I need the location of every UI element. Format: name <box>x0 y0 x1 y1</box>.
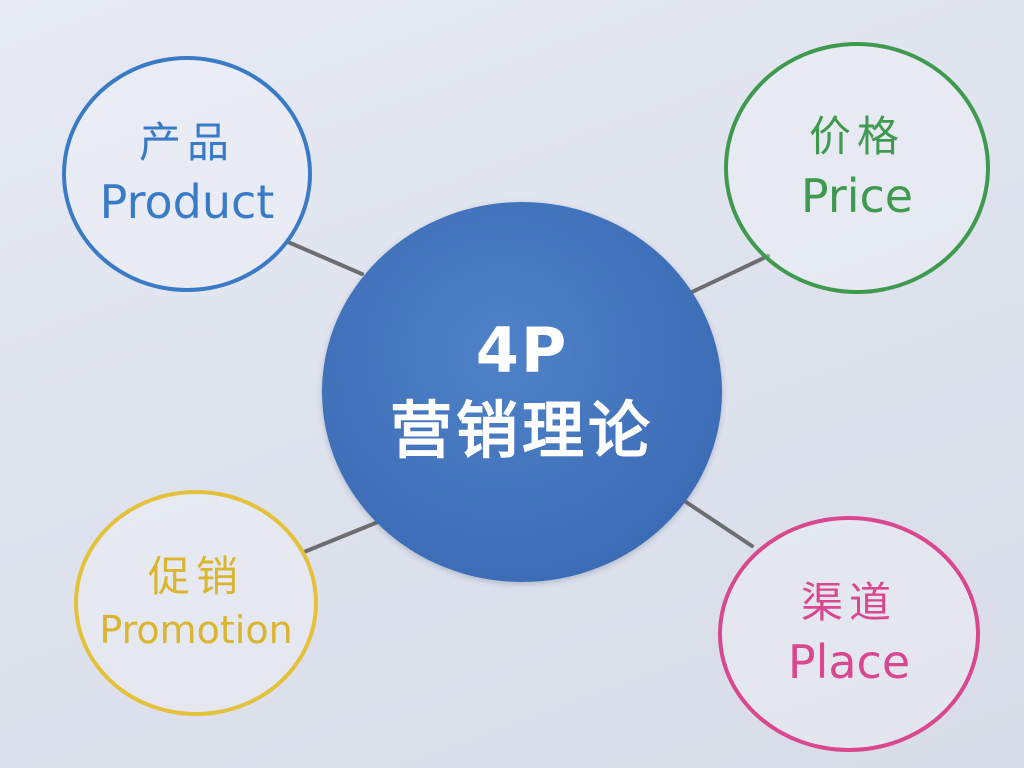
node-price-label-zh: 价格 <box>808 112 905 162</box>
node-product: 产品 Product <box>62 56 312 292</box>
node-promotion-label-zh: 促销 <box>147 552 244 601</box>
connector-promotion <box>302 520 380 554</box>
node-product-label-zh: 产品 <box>138 118 235 168</box>
connector-price <box>690 254 770 294</box>
node-price: 价格 Price <box>724 42 990 294</box>
node-promotion: 促销 Promotion <box>74 490 318 716</box>
center-subtitle: 营销理论 <box>389 394 654 468</box>
center-title: 4P <box>475 314 569 388</box>
node-place-label-en: Place <box>787 634 911 689</box>
connector-product <box>286 240 364 276</box>
center-node: 4P 营销理论 <box>322 202 722 582</box>
node-promotion-label-en: Promotion <box>99 608 293 653</box>
connector-place <box>684 500 754 548</box>
node-place: 渠道 Place <box>718 516 980 752</box>
node-product-label-en: Product <box>99 174 275 229</box>
node-price-label-en: Price <box>800 168 914 223</box>
node-place-label-zh: 渠道 <box>800 578 897 628</box>
